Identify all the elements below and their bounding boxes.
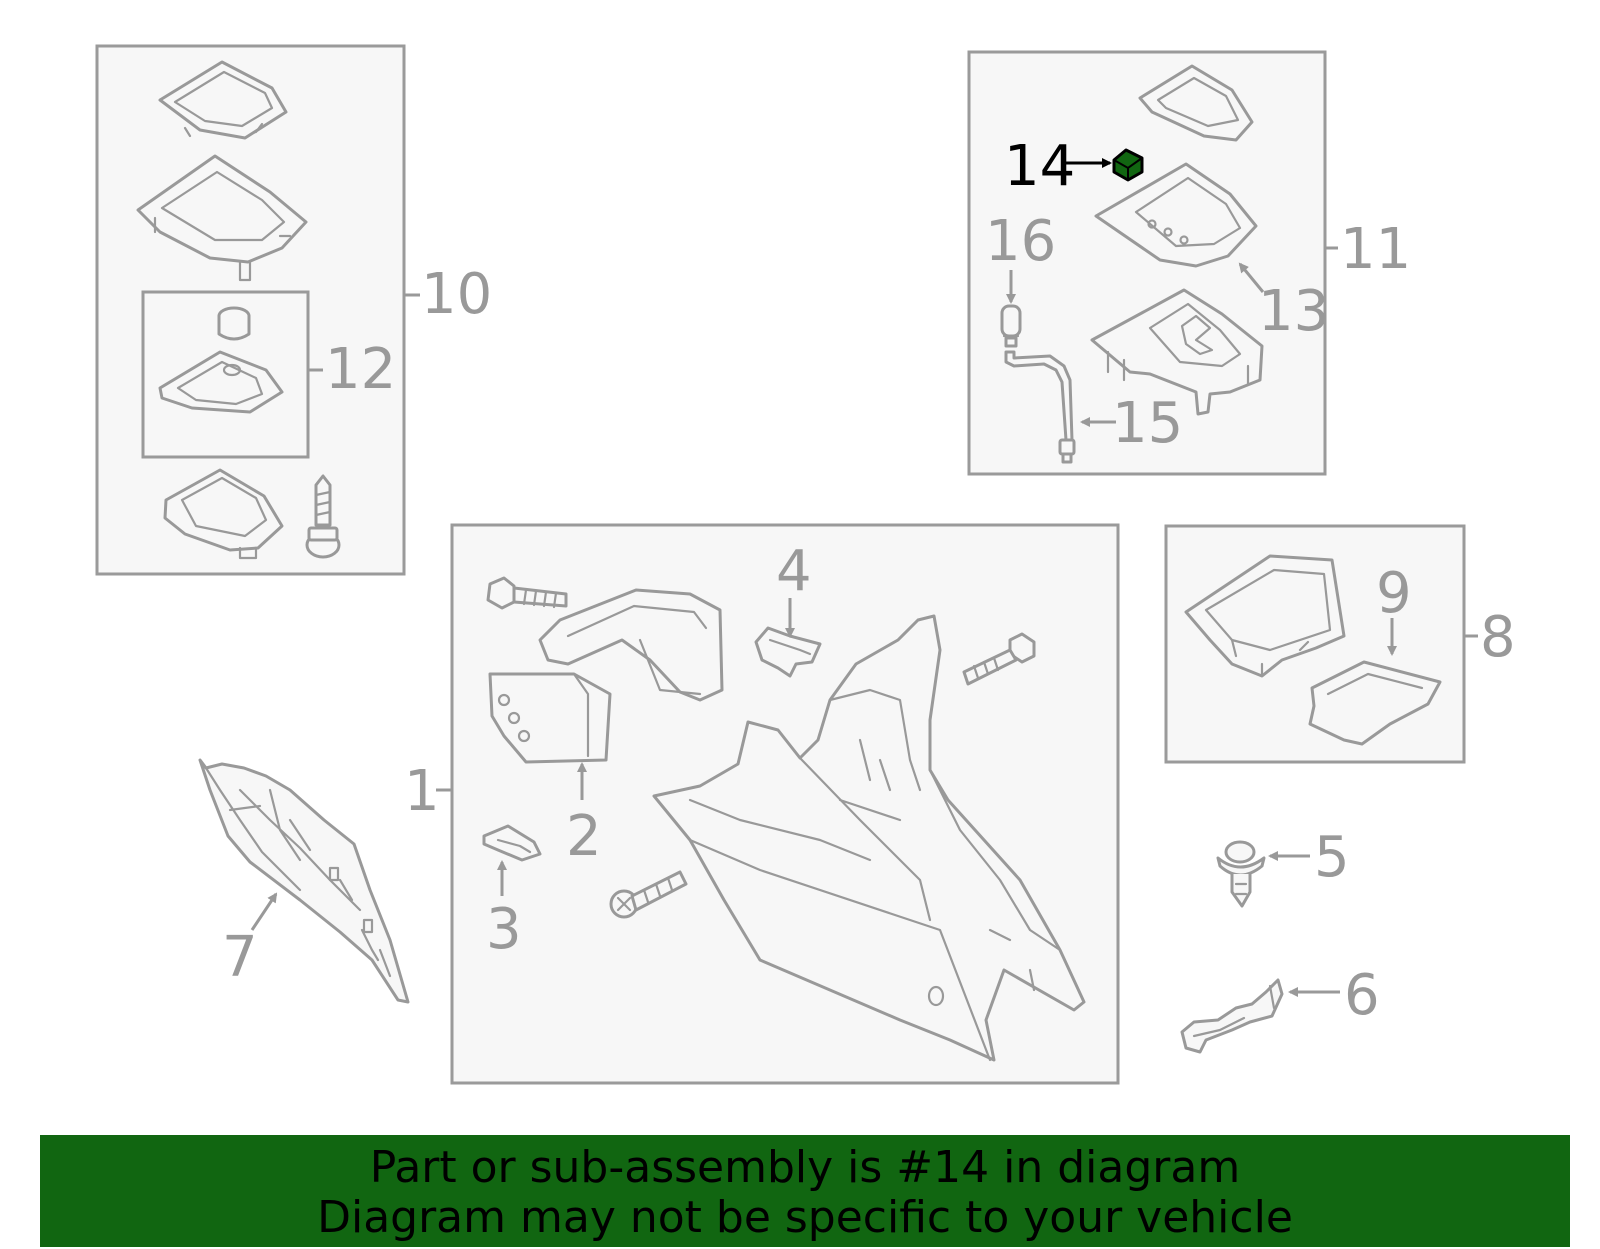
part-2-bracket[interactable] xyxy=(488,672,612,764)
callout-5: 5 xyxy=(1314,825,1350,890)
group-11-shifter-assembly[interactable]: 11 13 14 15 16 xyxy=(967,50,1411,476)
group-1-console-assembly[interactable]: 1 2 3 4 xyxy=(404,523,1120,1085)
part-4-clip[interactable] xyxy=(754,626,822,678)
shift-trim-ring-part[interactable] xyxy=(158,60,288,140)
part-13-indicator-plate[interactable] xyxy=(1094,162,1258,268)
part-14-highlighted[interactable] xyxy=(1112,148,1144,182)
part-15-harness[interactable] xyxy=(1004,350,1076,464)
callout-6: 6 xyxy=(1344,963,1380,1028)
callout-8: 8 xyxy=(1480,605,1516,670)
bolt-part[interactable] xyxy=(486,576,568,610)
part-9-mat[interactable] xyxy=(1308,660,1442,746)
group-11-panel xyxy=(967,50,1327,476)
storage-tray-part[interactable] xyxy=(1184,554,1346,678)
part-3-clip[interactable] xyxy=(482,824,542,862)
part-6-bracket[interactable] xyxy=(1180,978,1284,1054)
callout-1: 1 xyxy=(404,759,440,824)
group-8-storage-tray-assembly[interactable]: 8 9 xyxy=(1164,524,1516,764)
group-12-shift-boot-assembly[interactable] xyxy=(141,290,310,459)
callout-12: 12 xyxy=(325,337,396,402)
group-10-shift-knob-bezel-assembly[interactable]: 10 12 xyxy=(95,44,492,576)
screw-part[interactable] xyxy=(609,870,688,919)
part-5-push-clip[interactable] xyxy=(1216,840,1266,908)
console-support-part[interactable] xyxy=(538,588,724,702)
top-indicator-ring-part[interactable] xyxy=(1138,64,1254,142)
callout-16: 16 xyxy=(985,209,1056,274)
callout-7: 7 xyxy=(222,925,258,990)
shift-bezel-part[interactable] xyxy=(136,154,308,282)
bolt-part[interactable] xyxy=(962,632,1036,686)
info-banner: Part or sub-assembly is #14 in diagram D… xyxy=(40,1135,1570,1247)
lower-trim-part[interactable] xyxy=(163,468,284,560)
banner-line-part-number: Part or sub-assembly is #14 in diagram xyxy=(369,1142,1241,1193)
console-body-part[interactable] xyxy=(652,614,1086,1062)
screw-part[interactable] xyxy=(305,474,341,559)
callout-2: 2 xyxy=(566,804,602,869)
callout-3: 3 xyxy=(486,897,522,962)
callout-10: 10 xyxy=(421,262,492,327)
callout-9: 9 xyxy=(1376,561,1412,626)
callout-4: 4 xyxy=(776,539,812,604)
part-7-side-cover[interactable] xyxy=(198,758,410,1004)
callout-13: 13 xyxy=(1258,279,1329,344)
shifter-housing-part[interactable] xyxy=(1090,288,1264,416)
callout-14: 14 xyxy=(1004,134,1075,199)
callout-15: 15 xyxy=(1112,391,1183,456)
callout-11: 11 xyxy=(1340,217,1411,282)
banner-line-disclaimer: Diagram may not be specific to your vehi… xyxy=(317,1192,1293,1243)
part-16-bulb[interactable] xyxy=(1000,304,1022,348)
